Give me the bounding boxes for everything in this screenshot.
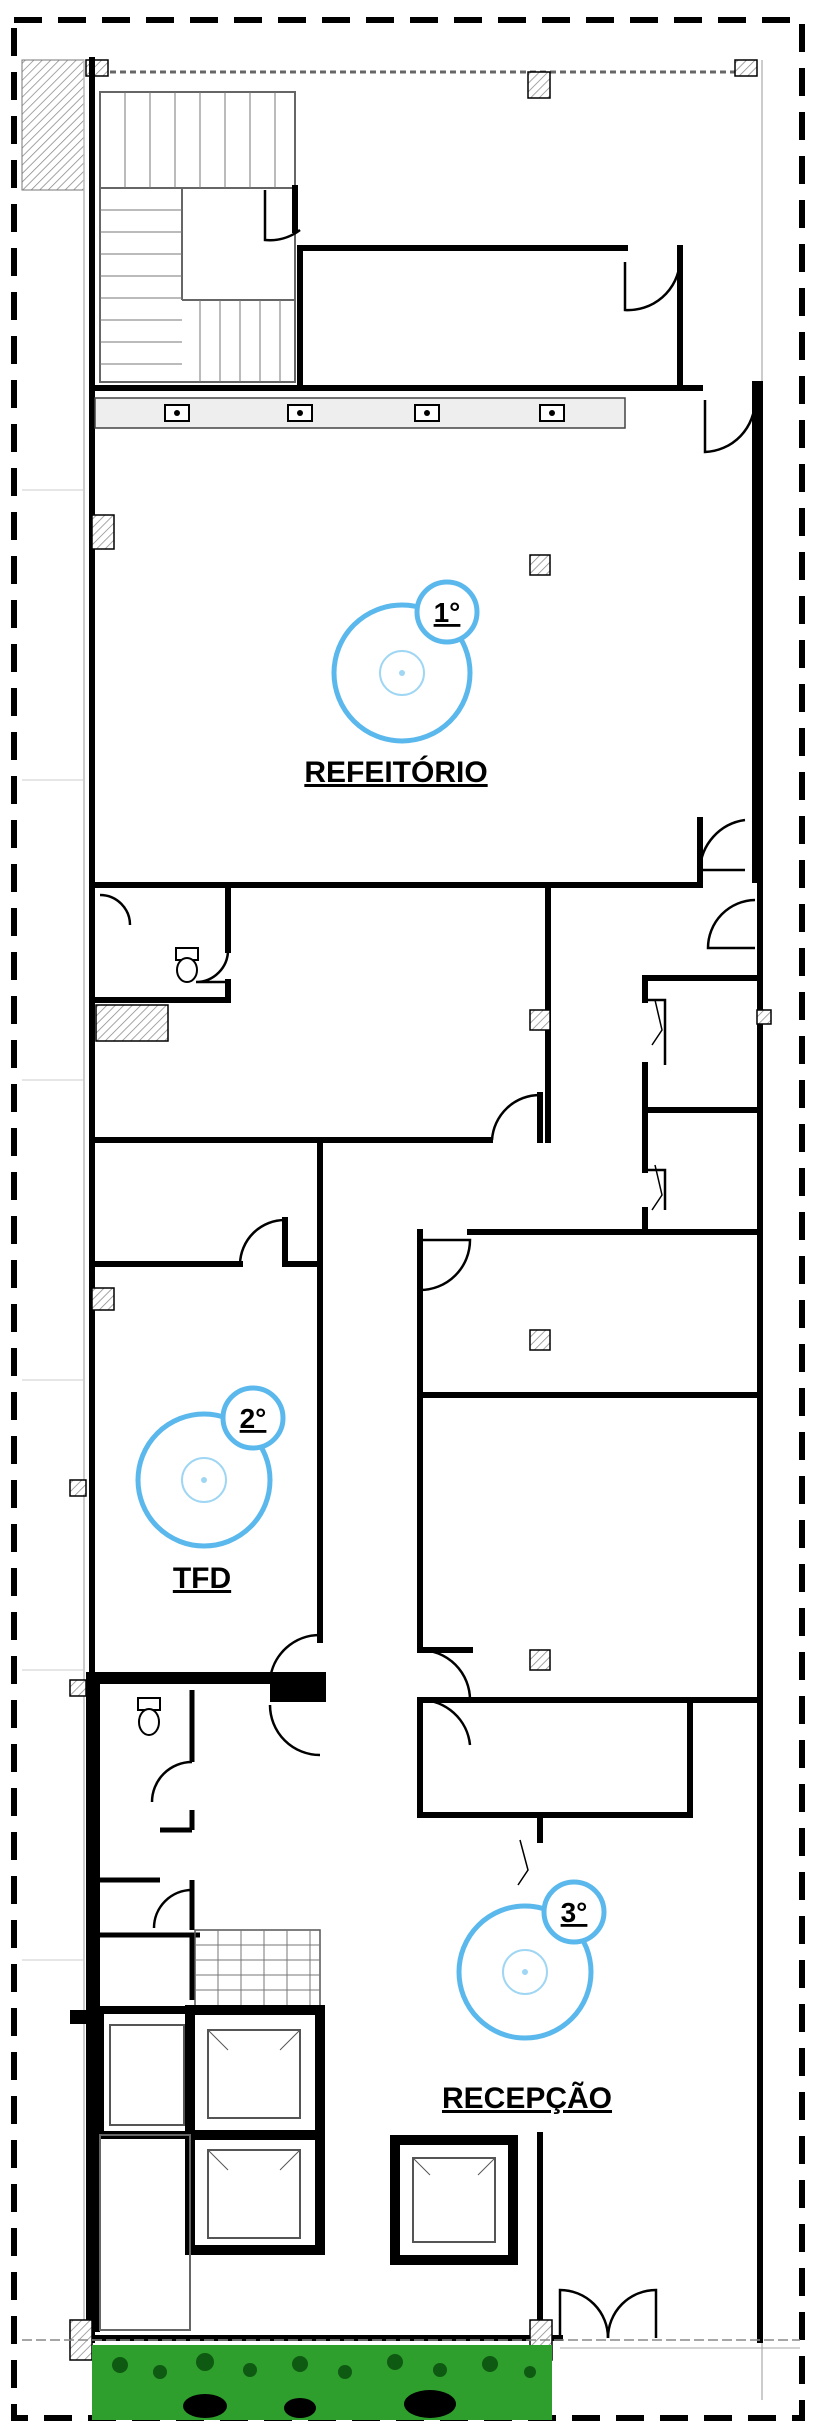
ap-badge	[220, 1385, 286, 1451]
elevator-reception	[390, 2135, 518, 2265]
hatched-slab	[95, 1004, 169, 1042]
heavy-walls	[70, 1672, 326, 2332]
toilet-lower	[137, 1697, 161, 1736]
staircase-top	[99, 91, 296, 383]
access-point-2[interactable]: 2°	[135, 1385, 286, 1549]
wall-fixtures	[517, 999, 663, 1886]
neighbor-wall-hatch	[21, 59, 85, 191]
sink-counter	[94, 397, 626, 429]
wc-lower	[100, 1690, 200, 2000]
ap-badge-label: 3°	[561, 1897, 588, 1928]
ap-badge-label: 1°	[434, 597, 461, 628]
ap-badge	[541, 1879, 607, 1945]
doors	[99, 190, 757, 2339]
walls	[89, 57, 763, 2343]
elevator-block	[96, 2005, 325, 2331]
ap-badge-label: 2°	[240, 1403, 267, 1434]
garden-strip	[92, 2345, 552, 2420]
access-point-1[interactable]: 1°	[331, 579, 480, 744]
room-label-refeitorio: REFEITÓRIO	[304, 755, 487, 789]
column	[734, 59, 758, 77]
access-point-3[interactable]: 3°	[456, 1879, 607, 2041]
staircase-lower	[194, 1929, 321, 2011]
room-label-tfd: TFD	[173, 1562, 231, 1595]
toilet-upper	[175, 947, 199, 983]
room-label-recepcao: RECEPÇÃO	[442, 2081, 612, 2115]
ap-badge	[414, 579, 480, 645]
column	[527, 71, 551, 99]
